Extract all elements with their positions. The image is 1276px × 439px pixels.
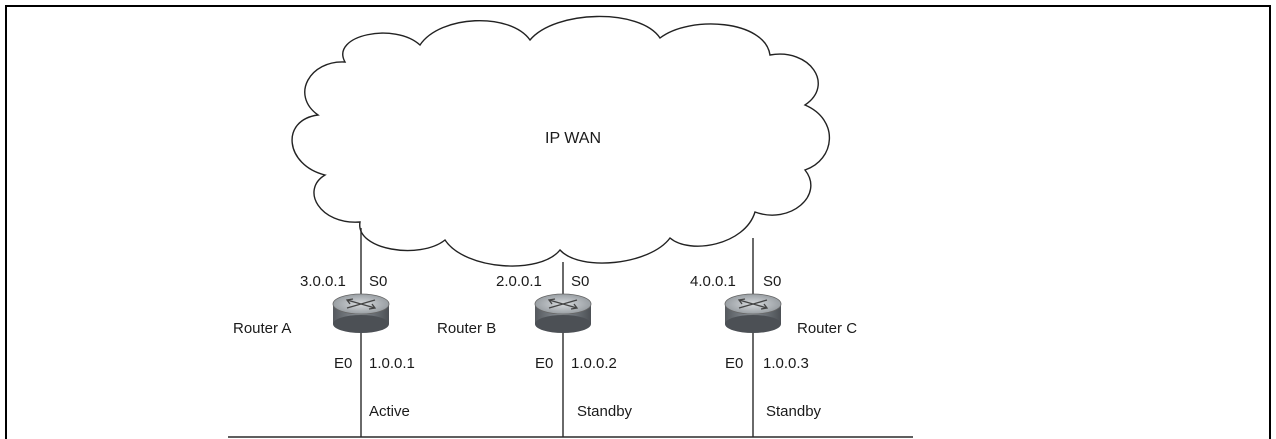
router-c-serial-ip: 4.0.0.1 (690, 273, 736, 290)
router-b-name: Router B (437, 320, 496, 337)
router-a-serial-ip: 3.0.0.1 (300, 273, 346, 290)
diagram-frame (5, 5, 1271, 439)
router-b: 2.0.0.1 S0 Router B E0 1.0.0.2 Standby (437, 262, 633, 437)
ip-wan-cloud (291, 15, 831, 267)
router-b-state: Standby (577, 403, 633, 420)
router-c: 4.0.0.1 S0 Router C E0 1.0.0.3 Standby (690, 238, 857, 437)
router-c-state: Standby (766, 403, 822, 420)
router-c-eth-if: E0 (725, 355, 743, 372)
router-a-state: Active (369, 403, 410, 420)
router-a-serial-if: S0 (369, 273, 387, 290)
router-b-serial-ip: 2.0.0.1 (496, 273, 542, 290)
router-b-serial-if: S0 (571, 273, 589, 290)
router-c-serial-if: S0 (763, 273, 781, 290)
router-b-icon (534, 293, 592, 333)
router-b-eth-if: E0 (535, 355, 553, 372)
router-c-eth-ip: 1.0.0.3 (763, 355, 809, 372)
router-a-name: Router A (233, 320, 291, 337)
router-c-name: Router C (797, 320, 857, 337)
router-a-icon (332, 293, 390, 333)
router-a-eth-if: E0 (334, 355, 352, 372)
cloud-label: IP WAN (545, 130, 601, 147)
router-b-eth-ip: 1.0.0.2 (571, 355, 617, 372)
router-a-eth-ip: 1.0.0.1 (369, 355, 415, 372)
router-a: 3.0.0.1 S0 Router A E0 1.0.0.1 Active (233, 228, 415, 437)
router-c-icon (724, 293, 782, 333)
